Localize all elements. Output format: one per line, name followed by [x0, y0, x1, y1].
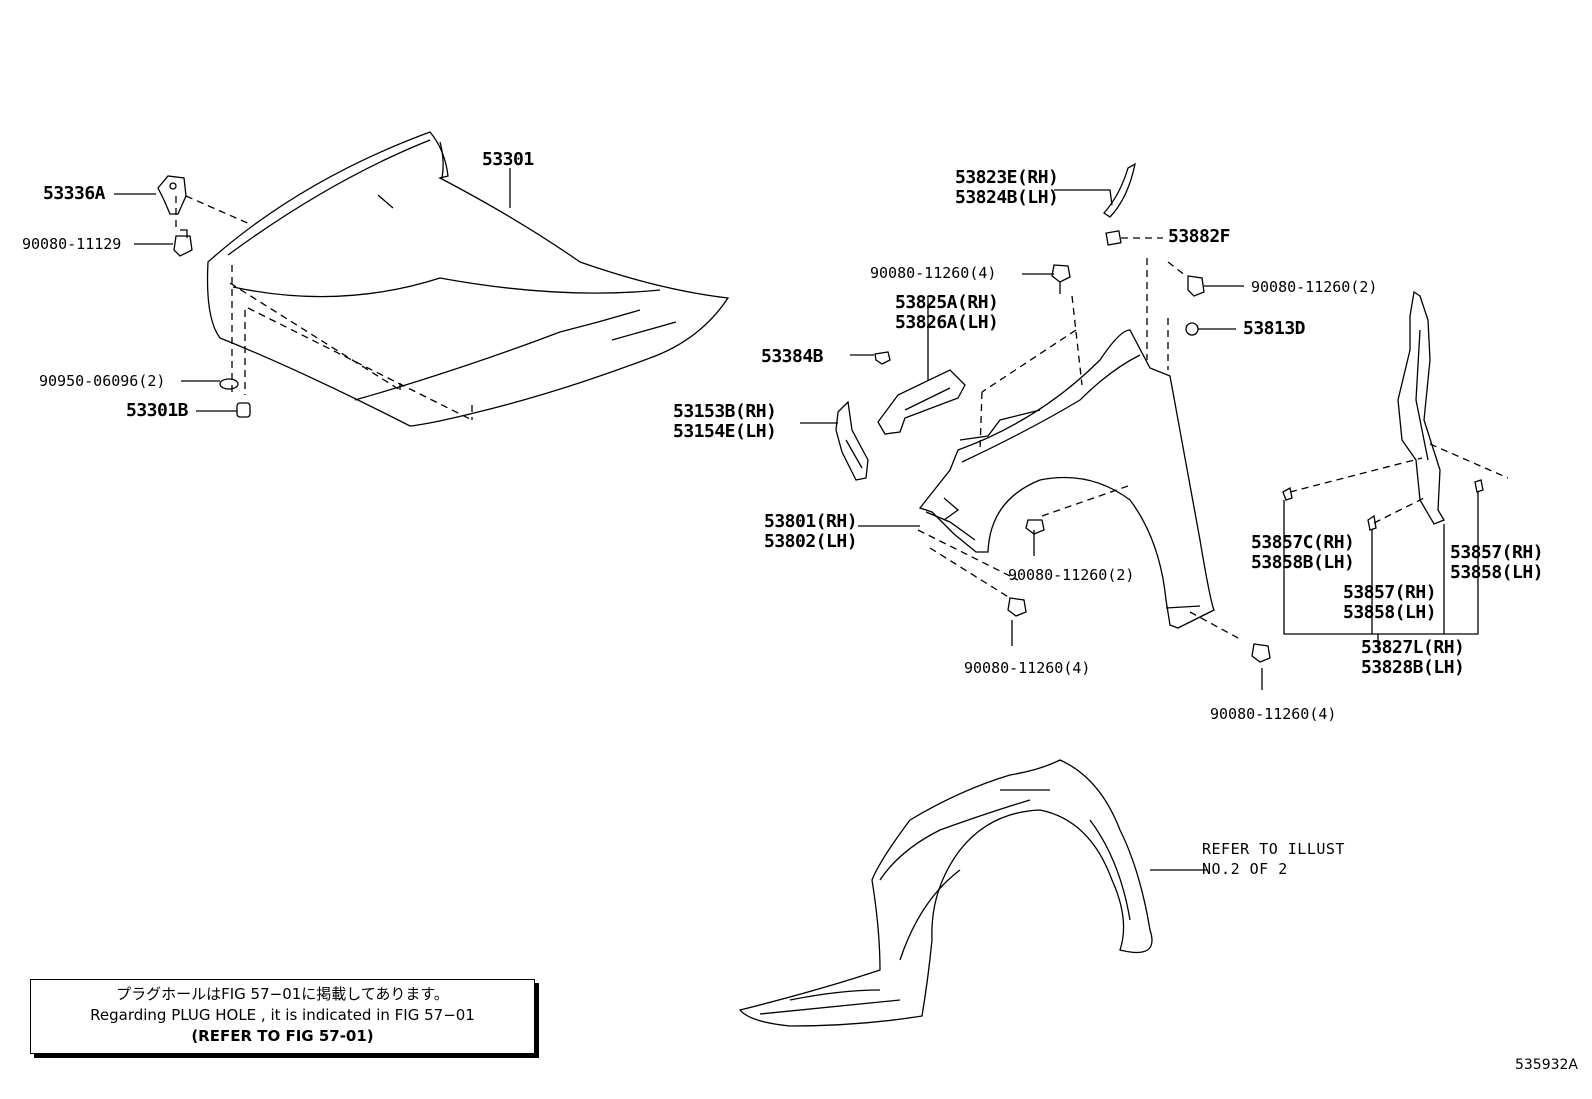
hood-dashes: [175, 195, 473, 421]
label-bolt-mid-2: 90080-11260(2): [1008, 566, 1135, 584]
label-bolt-right-4: 90080-11260(4): [1210, 705, 1337, 723]
bracket-drawing: [877, 298, 966, 435]
hood-hinge-drawing: [157, 175, 187, 215]
label-clip-53384b: 53384B: [761, 346, 824, 367]
side-seal-drawing: [1397, 290, 1445, 525]
seal-strip-drawing: [1054, 162, 1136, 218]
seal-clips-drawing: [1282, 479, 1484, 531]
fender-liner-drawing: [738, 759, 1208, 1027]
clip-53813d-drawing: [1185, 322, 1199, 336]
support-drawing: [835, 400, 869, 481]
label-seal-assy: 53827L(RH)53828B(LH): [1361, 637, 1465, 678]
label-fender: 53801(RH)53802(LH): [764, 511, 858, 552]
plug-hole-note: プラグホールはFIG 57−01に掲載してあります。 Regarding PLU…: [30, 979, 535, 1054]
plug-drawing: [219, 378, 239, 390]
note-japanese: プラグホールはFIG 57−01に掲載してあります。: [116, 985, 449, 1003]
cushion-drawing: [236, 402, 251, 418]
label-clip-53882f: 53882F: [1168, 226, 1231, 247]
label-hood: 53301: [482, 149, 534, 170]
hood-leaders: [114, 168, 511, 412]
label-plug: 90950-06096(2): [39, 372, 166, 390]
label-bolt-11129: 90080-11129: [22, 235, 122, 253]
label-bracket: 53825A(RH)53826A(LH): [895, 292, 999, 333]
fender-drawing: [918, 329, 1215, 629]
hood-drawing: [206, 131, 730, 427]
label-support: 53153B(RH)53154E(LH): [673, 401, 777, 442]
label-bolt-top-4: 90080-11260(4): [870, 264, 997, 282]
label-hood-hinge: 53336A: [43, 183, 106, 204]
fender-bolts-drawing: [1007, 519, 1271, 663]
label-cushion: 53301B: [126, 400, 189, 421]
label-seal-c: 53857C(RH)53858B(LH): [1251, 532, 1355, 573]
note-english: Regarding PLUG HOLE , it is indicated in…: [90, 1006, 475, 1024]
bolt-top-drawing: [1022, 264, 1244, 297]
label-clip-53813d: 53813D: [1243, 318, 1306, 339]
label-bolt-low-4: 90080-11260(4): [964, 659, 1091, 677]
label-seal-strip: 53823E(RH)53824B(LH): [955, 167, 1059, 208]
clip-53882f-drawing: [1105, 230, 1122, 246]
label-seal-57-a: 53857(RH)53858(LH): [1450, 542, 1544, 583]
label-bolt-top-2: 90080-11260(2): [1251, 278, 1378, 296]
bolt-11129-drawing: [173, 229, 193, 257]
note-reference: (REFER TO FIG 57-01): [191, 1027, 374, 1045]
label-seal-57-b: 53857(RH)53858(LH): [1343, 582, 1437, 623]
clip-53384b-drawing: [874, 351, 891, 365]
figure-id: 535932A: [1514, 1057, 1578, 1073]
